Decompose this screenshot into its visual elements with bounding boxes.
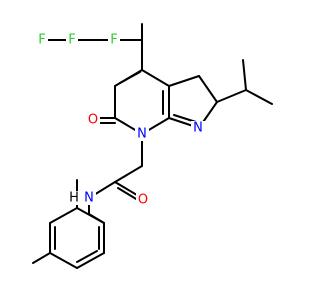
- bond: [173, 114, 197, 123]
- bond: [242, 59, 247, 91]
- oxygen-atom-label: O: [88, 113, 98, 128]
- bond-layer: [32, 23, 273, 269]
- bond: [76, 252, 105, 269]
- bond: [76, 207, 105, 224]
- oxygen-atom-label: O: [138, 193, 148, 208]
- bond: [49, 207, 78, 224]
- nitrogen-atom-label: N: [193, 121, 203, 136]
- nitrogen-atom-label: N: [84, 191, 94, 206]
- hydrogen-atom-label: H: [69, 191, 79, 206]
- atom-label-layer: F F F N N O O N H: [36, 33, 205, 208]
- bond: [49, 252, 78, 269]
- bond: [119, 71, 141, 84]
- bond: [168, 75, 200, 87]
- nitrogen-atom-label: N: [137, 127, 147, 142]
- fluorine-atom-label: F: [110, 33, 117, 48]
- bond: [216, 89, 247, 103]
- molecule-structure-diagram: F F F N N O O N H: [32, 23, 273, 269]
- bond: [114, 165, 143, 183]
- fluorine-atom-label: F: [38, 33, 45, 48]
- fluorine-atom-label: F: [68, 33, 75, 48]
- bond: [245, 89, 273, 105]
- bond: [76, 250, 98, 263]
- bond: [32, 252, 51, 264]
- bond: [198, 75, 218, 103]
- bond: [141, 69, 170, 87]
